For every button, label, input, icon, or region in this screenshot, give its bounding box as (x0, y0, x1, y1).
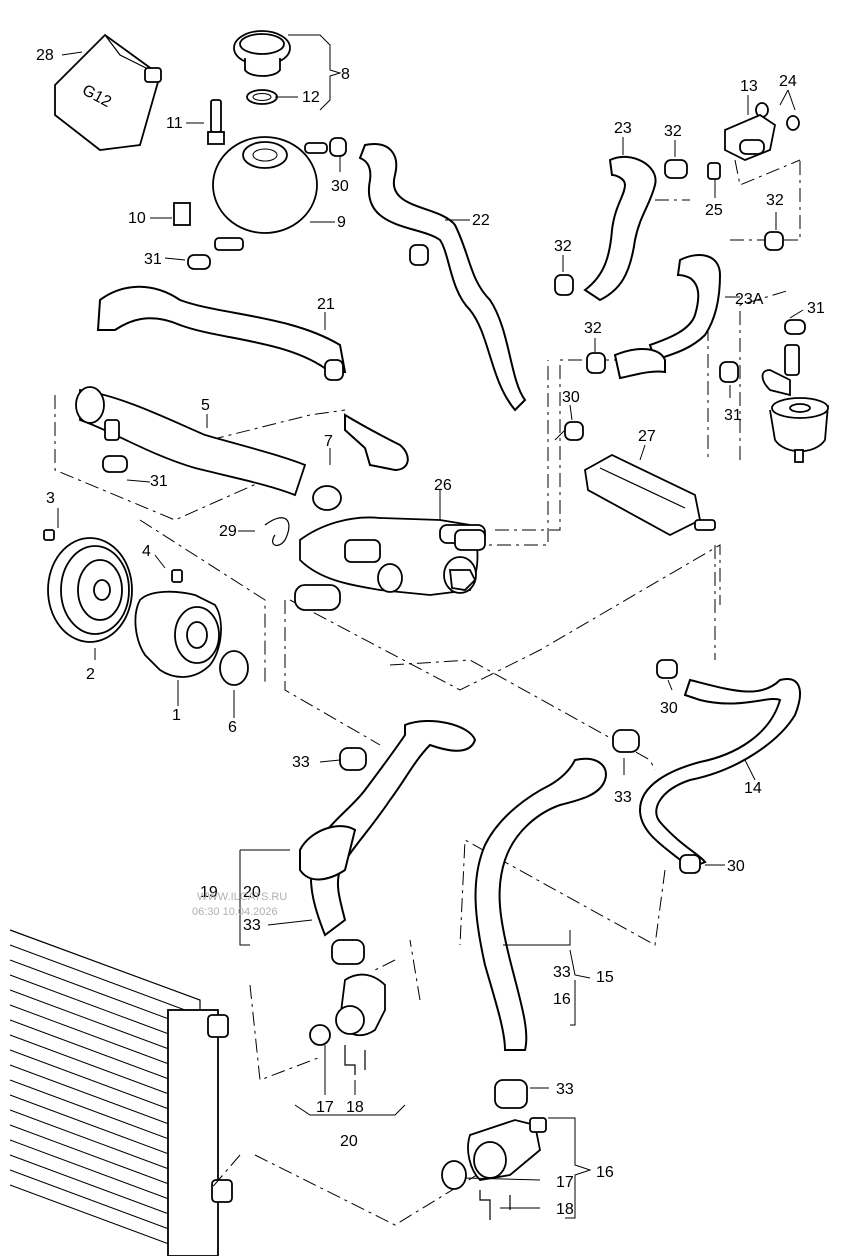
hose-23a (648, 254, 722, 362)
label-15: 15 (596, 969, 614, 986)
label-22: 22 (472, 212, 490, 229)
coolant-canister: G12 (54, 33, 162, 151)
label-32-c: 32 (554, 238, 572, 255)
label-6: 6 (228, 719, 237, 736)
label-21: 21 (317, 296, 335, 313)
label-10: 10 (128, 210, 146, 227)
thermostat-housing (294, 516, 486, 611)
callout-labels: 28 8 12 11 30 10 9 22 31 21 5 7 31 3 26 … (36, 47, 825, 1218)
label-33-e: 33 (556, 1081, 574, 1098)
pulley (43, 529, 133, 643)
label-32-a: 32 (664, 123, 682, 140)
watermark-site: WWW.ILCATS.RU (197, 891, 287, 903)
label-5: 5 (201, 397, 210, 414)
label-31-a: 31 (144, 251, 162, 268)
label-26: 26 (434, 477, 452, 494)
flange-16 (467, 1117, 547, 1220)
label-16-a: 16 (553, 991, 571, 1008)
label-31-b: 31 (150, 473, 168, 490)
label-20-b: 20 (340, 1133, 358, 1150)
label-23a: 23A (735, 291, 764, 308)
label-14: 14 (744, 780, 762, 797)
label-27: 27 (638, 428, 656, 445)
oil-filter-housing (761, 344, 829, 463)
flange-20 (335, 973, 386, 1075)
label-18-b: 18 (556, 1201, 574, 1218)
label-31-c: 31 (807, 300, 825, 317)
o-rings (219, 102, 800, 1190)
label-24: 24 (779, 73, 797, 90)
hose-22 (358, 143, 527, 412)
label-3: 3 (46, 490, 55, 507)
clip-29 (264, 517, 290, 547)
label-13: 13 (740, 78, 758, 95)
cooler-27 (584, 453, 716, 537)
label-20-a: 20 (243, 884, 261, 901)
watermark: WWW.ILCATS.RU 06:30 10.04.2026 (192, 891, 287, 918)
radiator (9, 929, 233, 1256)
label-4: 4 (142, 543, 151, 560)
label-30-b: 30 (562, 389, 580, 406)
reservoir-cap (233, 30, 291, 105)
hoses (96, 143, 801, 1051)
label-12: 12 (302, 89, 320, 106)
clip-10 (173, 202, 191, 226)
label-29: 29 (219, 523, 237, 540)
water-pump (134, 569, 222, 678)
label-33-c: 33 (243, 917, 261, 934)
routing-lines (54, 159, 801, 1226)
label-32-d: 32 (584, 320, 602, 337)
label-33-a: 33 (292, 754, 310, 771)
clamps (102, 137, 806, 1109)
label-11: 11 (166, 115, 183, 132)
hose-23 (583, 155, 657, 302)
level-sensor (207, 99, 225, 145)
label-1: 1 (172, 707, 181, 724)
label-2: 2 (86, 666, 95, 683)
label-7: 7 (324, 433, 333, 450)
label-25: 25 (705, 202, 723, 219)
label-30-c: 30 (660, 700, 678, 717)
label-9: 9 (337, 214, 346, 231)
label-33-d: 33 (553, 964, 571, 981)
hose-21 (96, 285, 347, 373)
coolant-pipe (75, 386, 307, 497)
label-19: 19 (200, 884, 218, 901)
watermark-timestamp: 06:30 10.04.2026 (192, 906, 278, 918)
label-33-b: 33 (614, 789, 632, 806)
connector-13 (707, 113, 777, 180)
hose-15 (474, 757, 607, 1051)
label-17-a: 17 (316, 1099, 334, 1116)
label-31-d: 31 (724, 407, 742, 424)
label-30-d: 30 (727, 858, 745, 875)
label-16-b: 16 (596, 1164, 614, 1181)
label-8: 8 (341, 66, 350, 83)
label-17-b: 17 (556, 1174, 574, 1191)
expansion-tank (212, 136, 328, 251)
label-18-a: 18 (346, 1099, 364, 1116)
label-32-b: 32 (766, 192, 784, 209)
leader-lines (57, 34, 804, 1219)
label-30-a: 30 (331, 178, 349, 195)
label-23: 23 (614, 120, 632, 137)
label-28: 28 (36, 47, 54, 64)
